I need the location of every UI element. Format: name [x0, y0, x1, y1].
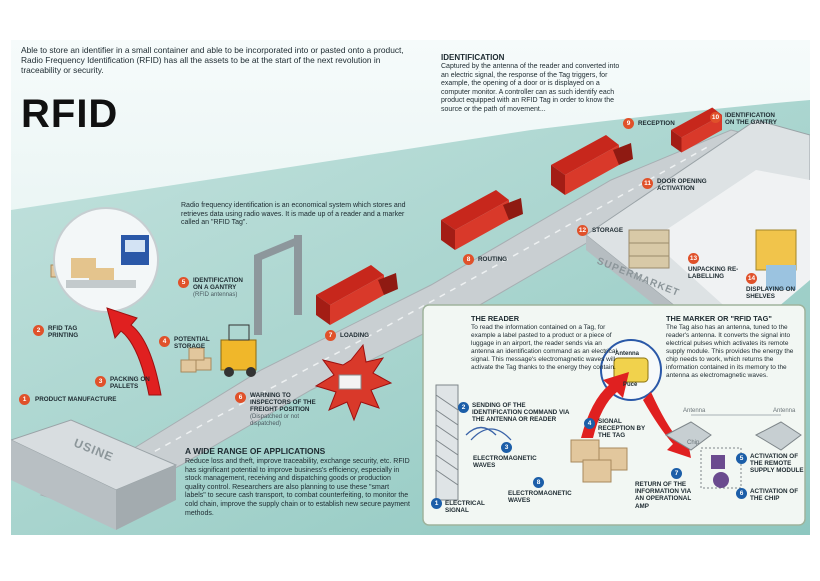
step-label: SIGNAL RECEPTION BY THE TAG [598, 418, 646, 440]
step-label: PACKING ON PALLETS [110, 376, 150, 391]
step-number: 8 [533, 477, 544, 488]
step-sublabel: (Dispatched or not dispatched) [250, 414, 300, 427]
step-number: 7 [325, 330, 336, 341]
step-label: RFID TAG PRINTING [48, 325, 79, 340]
intro-text: Able to store an identifier in a small c… [21, 45, 404, 76]
step-label: UNPACKING RE-LABELLING [688, 266, 739, 281]
step-label: PRODUCT MANUFACTURE [35, 396, 117, 403]
step-number: 1 [431, 498, 442, 509]
step-label: ELECTROMAGNETIC WAVES [508, 490, 572, 505]
step-number: 2 [33, 325, 44, 336]
step-label: IDENTIFICATION ON THE GANTRY [725, 112, 777, 127]
step-number: 7 [671, 468, 682, 479]
step-label: IDENTIFICATION ON A GANTRY [193, 277, 243, 292]
tag-schematic [664, 414, 802, 489]
step-label: ACTIVATION OF THE REMOTE SUPPLY MODULE [750, 453, 804, 475]
step-number: 11 [642, 178, 653, 189]
electromagnetic-waves [465, 426, 512, 441]
step-number: 2 [458, 402, 469, 413]
step-label: ELECTRICAL SIGNAL [445, 500, 485, 515]
step-number: 6 [235, 392, 246, 403]
step-label: DOOR OPENING ACTIVATION [657, 178, 707, 193]
applications-title: A WIDE RANGE OF APPLICATIONS [185, 446, 326, 456]
tag-chip-label: Puce [623, 382, 638, 388]
trucks [316, 107, 722, 325]
schematic-antenna-right-label: Antenna [773, 408, 796, 414]
step-label: DISPLAYING ON SHELVES [746, 286, 796, 301]
step-number: 8 [463, 254, 474, 265]
reader-antenna-tower [435, 384, 459, 501]
rfid-infographic: Able to store an identifier in a small c… [11, 40, 810, 535]
marker-title: THE MARKER OR "RFID TAG" [666, 314, 772, 323]
definition-text: Radio frequency identification is an eco… [181, 202, 406, 227]
schematic-antenna-left-label: Antenna [683, 408, 706, 414]
identification-text: Captured by the antenna of the reader an… [441, 63, 620, 113]
gantry [254, 235, 302, 335]
step-number: 6 [736, 488, 747, 499]
step-number: 13 [688, 253, 699, 264]
step-number: 3 [501, 442, 512, 453]
identification-title: IDENTIFICATION [441, 53, 505, 62]
step-label: RECEPTION [638, 120, 675, 127]
step-label: POTENTIAL STORAGE [174, 336, 210, 351]
step-label: ELECTROMAGNETIC WAVES [473, 455, 537, 470]
illustration [11, 40, 810, 535]
step-number: 12 [577, 225, 588, 236]
tagged-boxes [570, 439, 628, 483]
step-number: 3 [95, 376, 106, 387]
tag-antenna-label: Antenna [615, 351, 639, 357]
step-label: ACTIVATION OF THE CHIP [750, 488, 799, 503]
step-label: LOADING [340, 332, 370, 339]
usine-building [11, 419, 178, 530]
marker-text: The Tag also has an antenna, tuned to th… [666, 324, 794, 379]
red-arrow-main [106, 307, 162, 396]
forklift [220, 324, 257, 377]
step-number: 1 [19, 394, 30, 405]
reader-title: THE READER [471, 314, 520, 323]
schematic-chip-label: Chip [687, 440, 700, 446]
step-label: WARNING TO INSPECTORS OF THE FREIGHT POS… [250, 392, 316, 414]
step-number: 5 [178, 277, 189, 288]
step-label: RETURN OF THE INFORMATION VIA AN OPERATI… [635, 481, 692, 510]
step-number: 5 [736, 453, 747, 464]
step-number: 14 [746, 273, 757, 284]
step-label: SENDING OF THE IDENTIFICATION COMMAND VI… [472, 402, 570, 424]
step-number: 10 [710, 112, 721, 123]
tag-printing-zoom [53, 207, 159, 313]
step-label: ROUTING [478, 256, 508, 263]
step-sublabel: (RFID antennas) [193, 292, 238, 298]
storage-shelves [628, 229, 797, 290]
step-number: 9 [623, 118, 634, 129]
page-title: RFID [21, 92, 119, 136]
step-label: STORAGE [592, 227, 624, 234]
step-number: 4 [584, 418, 595, 429]
applications-text: Reduce loss and theft, improve traceabil… [185, 458, 410, 517]
step-number: 4 [159, 336, 170, 347]
reader-text: To read the information contained on a T… [471, 324, 617, 371]
inset-panel [422, 304, 806, 526]
road-line [70, 144, 712, 499]
